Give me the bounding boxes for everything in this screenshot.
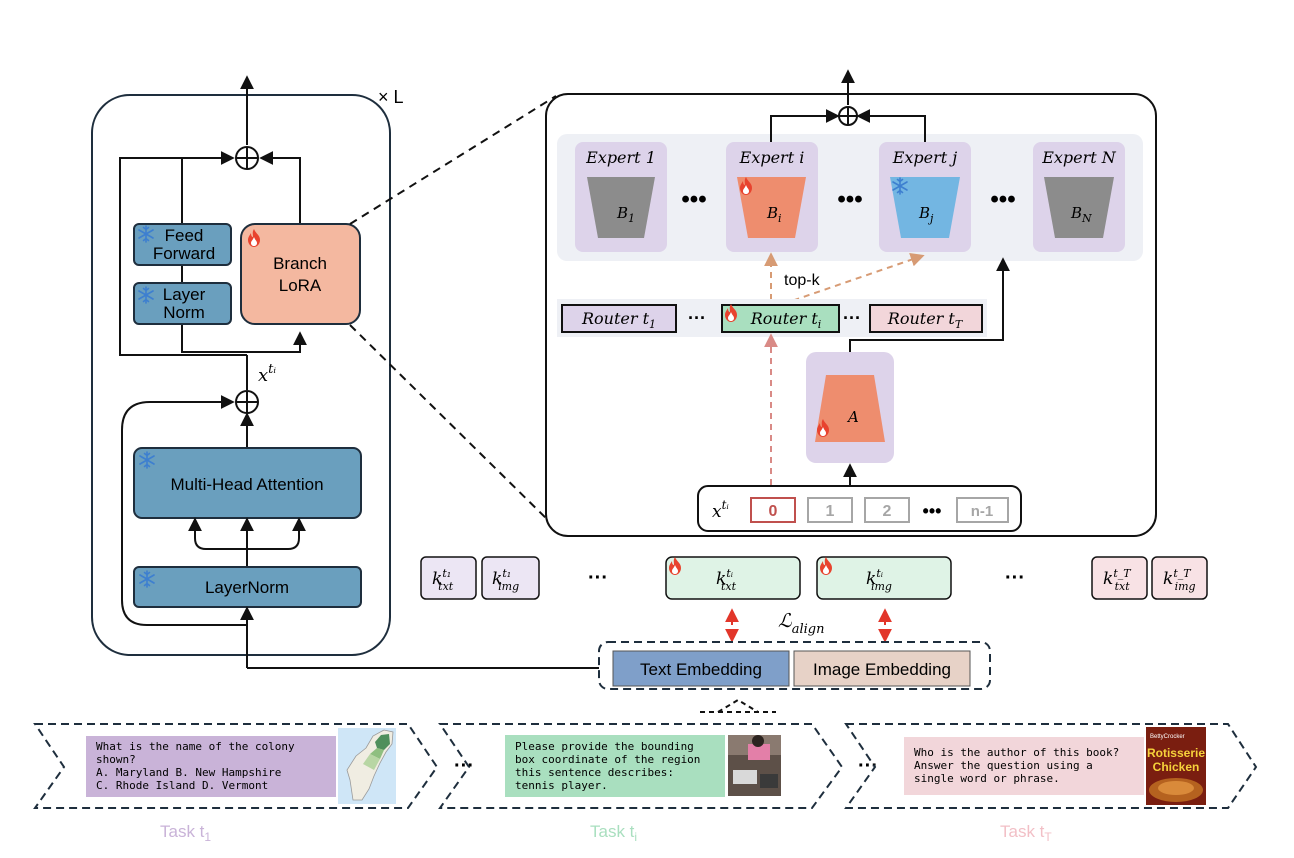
token-row-x-label: xtᵢ	[712, 498, 729, 522]
branch-lora-line1: Branch	[273, 254, 327, 273]
router-dots-2: ···	[843, 308, 861, 328]
top-k-label: top-k	[784, 272, 821, 289]
branch-lora-line2: LoRA	[279, 276, 322, 295]
expert-j: Expert j Bj	[879, 142, 971, 252]
task-3-line-3: single word or phrase.	[914, 772, 1060, 785]
lora-a-label: A	[846, 408, 859, 426]
router-dots-1: ···	[688, 308, 706, 328]
expert-j-label: Bj	[918, 204, 934, 225]
zoom-line-top	[349, 95, 557, 225]
router-ti-label: Router ti	[750, 309, 822, 331]
task-1-line-2: shown?	[96, 753, 136, 766]
router-t1-label: Router t1	[581, 309, 656, 331]
expert-1-title: Expert 1	[585, 148, 656, 167]
token-0: 0	[769, 503, 778, 520]
layer-norm-line1: Layer	[163, 285, 206, 304]
expert-n: Expert N BN	[1033, 142, 1125, 252]
task-2: Please provide the bounding box coordina…	[438, 723, 844, 844]
token-dots: •••	[923, 501, 942, 521]
task-1-line-1: What is the name of the colony	[96, 740, 295, 753]
feed-forward-line2: Forward	[153, 244, 215, 263]
multi-head-attention-block: Multi-Head Attention	[133, 447, 362, 519]
transformer-block: × L Feed Forward Layer No	[91, 75, 404, 668]
align-loss-label: ℒalign	[778, 610, 824, 637]
expert-1-label: B1	[616, 204, 635, 225]
router-tT: Router tT	[869, 304, 983, 333]
task-3-line-1: Who is the author of this book?	[914, 746, 1119, 759]
task-2-line-1: Please provide the bounding	[515, 740, 694, 753]
task-3-caption: Task tT	[1000, 822, 1052, 844]
expert-j-title: Expert j	[892, 148, 958, 167]
expert-i-title: Expert i	[739, 148, 805, 167]
repeat-label: × L	[378, 87, 404, 107]
task-1-line-4: C. Rhode Island D. Vermont	[96, 779, 268, 792]
book-brand: BettyCrocker	[1150, 734, 1185, 740]
task-2-caption: Task ti	[590, 822, 637, 844]
embedding-group: Text Embedding Image Embedding	[247, 641, 991, 713]
add-node-top	[235, 146, 259, 170]
feed-forward-line1: Feed	[165, 226, 204, 245]
add-node-middle	[235, 390, 259, 414]
branch-lora-block: Branch LoRA	[240, 223, 361, 325]
book-title-1: Rotisserie	[1147, 746, 1205, 760]
token-1: 1	[826, 503, 835, 520]
layernorm-label: LayerNorm	[205, 578, 289, 597]
book-cover-image: BettyCrocker Rotisserie Chicken	[1146, 727, 1206, 805]
x-ti-label: xtᵢ	[258, 362, 276, 386]
zoom-line-bottom	[349, 324, 557, 529]
feed-forward-block: Feed Forward	[133, 223, 232, 266]
moe-lora-panel: Expert 1 B1 ••• Expert i Bi ••• Expert j…	[545, 69, 1157, 537]
expert-n-label: BN	[1070, 204, 1092, 225]
task-1-caption: Task t1	[160, 822, 211, 844]
token-n-1: n-1	[971, 503, 994, 520]
expert-dots-3: •••	[990, 186, 1015, 213]
moe-add-node	[838, 106, 858, 126]
task-dots-1: ···	[454, 755, 474, 777]
router-tT-label: Router tT	[887, 309, 964, 331]
key-dots-2: ···	[1005, 567, 1025, 589]
task-1-line-3: A. Maryland B. New Hampshire	[96, 766, 281, 779]
mha-label: Multi-Head Attention	[170, 475, 323, 494]
router-t1: Router t1	[561, 304, 677, 333]
lora-a-block: A	[806, 352, 894, 463]
task-3-line-2: Answer the question using a	[914, 759, 1093, 772]
expert-i: Expert i Bi	[726, 142, 818, 252]
token-2: 2	[883, 503, 892, 520]
expert-n-title: Expert N	[1041, 148, 1117, 167]
expert-1: Expert 1 B1	[575, 142, 667, 252]
expert-dots-1: •••	[681, 186, 706, 213]
text-embedding-label: Text Embedding	[640, 660, 762, 679]
task-1: What is the name of the colony shown? A.…	[33, 723, 439, 844]
layer-norm-top-block: Layer Norm	[133, 282, 232, 325]
book-title-2: Chicken	[1153, 760, 1200, 774]
colony-map-image	[338, 728, 396, 804]
task-2-line-2: box coordinate of the region	[515, 753, 700, 766]
tennis-player-image	[728, 735, 781, 796]
layer-norm-line2: Norm	[163, 303, 205, 322]
task-3: Who is the author of this book? Answer t…	[844, 723, 1258, 844]
input-token-row: xtᵢ 0 1 2 ••• n-1	[697, 485, 1022, 532]
task-2-line-3: this sentence describes:	[515, 766, 674, 779]
task-2-line-4: tennis player.	[515, 779, 608, 792]
router-ti: Router ti	[721, 304, 840, 333]
key-dots-1: ···	[588, 567, 608, 589]
expert-i-label: Bi	[766, 204, 782, 225]
expert-dots-2: •••	[837, 186, 862, 213]
layernorm-block: LayerNorm	[133, 566, 362, 608]
image-embedding-label: Image Embedding	[813, 660, 951, 679]
